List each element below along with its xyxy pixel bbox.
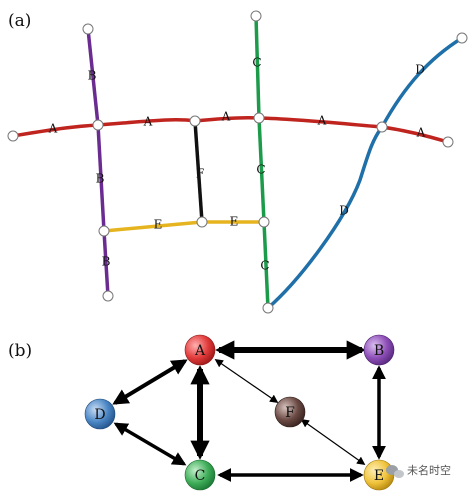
station [456,32,468,44]
edge-f-e [300,419,366,465]
line-f-path [193,120,204,223]
station [253,112,265,124]
line-c-label: C [252,56,261,70]
station [7,130,19,142]
node-f: F [274,396,306,428]
edge-a-d [112,359,188,405]
line-f-label: F [196,167,204,181]
station [258,216,270,228]
line-c-label: C [260,259,269,273]
node-a-label: A [194,343,206,359]
line-b-label: B [102,255,111,269]
line-a-label: A [48,122,58,136]
line-a-label: A [221,110,231,124]
node-f-label: F [285,405,295,421]
node-e-label: E [374,468,384,484]
node-d-label: D [94,407,105,423]
node-d: D [84,398,116,430]
edge-d-c [113,422,187,466]
panel-a-label: (a) [8,11,31,31]
station [250,10,262,22]
node-b: B [363,334,395,366]
station [92,119,104,131]
line-e-path [103,220,264,233]
station [196,216,208,228]
line-e-label: E [154,218,163,232]
line-d-label: D [415,63,425,77]
station [98,225,110,237]
watermark: 未名时空 [386,463,451,478]
line-d-path [266,36,463,310]
station [102,290,114,302]
line-b-path [86,28,110,297]
network-graph: A B C D E F [84,334,395,491]
line-b-label: B [96,172,105,186]
line-c-label: C [256,163,265,177]
node-c: C [184,459,216,491]
station [442,136,454,148]
line-a-label: A [317,114,327,128]
transit-line-map: A A A A A B B B C C C D D E E F [7,10,468,314]
line-a-label: A [416,126,426,140]
line-d-label: D [339,204,349,218]
node-a: A [184,334,216,366]
node-e: E [363,459,395,491]
panel-b-label: (b) [8,341,32,361]
line-b-label: B [88,69,97,83]
station [189,115,201,127]
station [376,121,388,133]
line-e-label: E [230,215,239,229]
station [82,23,94,35]
line-c-path [254,15,270,309]
watermark-text: 未名时空 [407,463,451,477]
node-c-label: C [195,468,206,484]
node-b-label: B [374,343,384,359]
line-a-label: A [143,115,153,129]
wechat-icon [386,465,404,478]
edge-a-f [214,359,279,403]
station [262,302,274,314]
